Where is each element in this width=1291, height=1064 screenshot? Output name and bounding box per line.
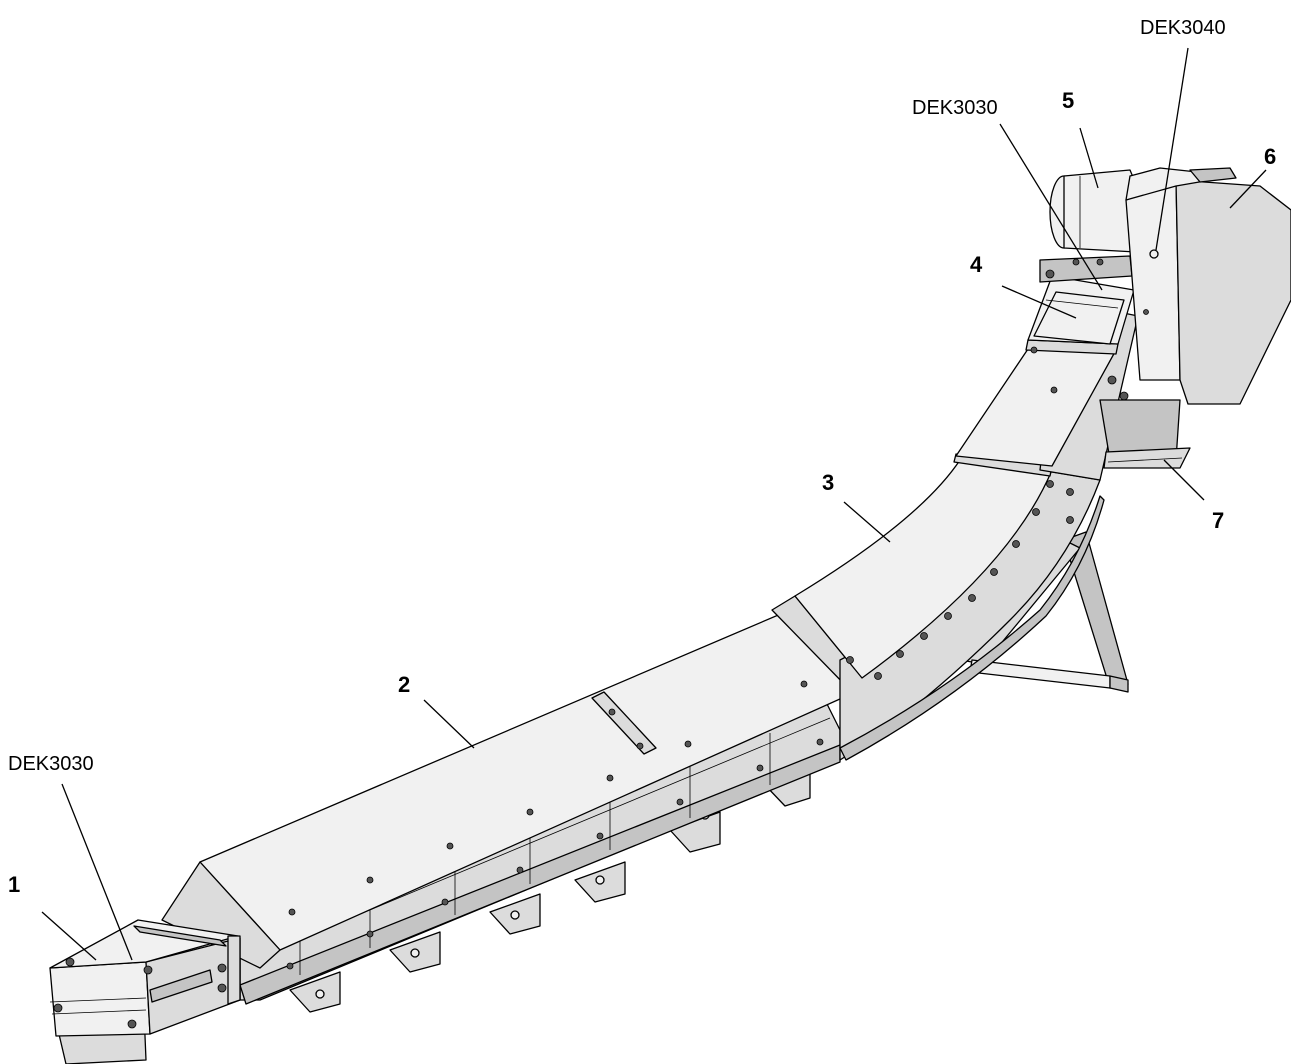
- reference-dek3040: DEK3040: [1140, 17, 1226, 39]
- straight-section: [161, 595, 863, 1005]
- leader-7: [1163, 459, 1205, 501]
- leader-dek3030-top: [999, 123, 1103, 291]
- callout-3: 3: [822, 470, 834, 495]
- support-feet: [289, 767, 811, 1013]
- leader-6: [1229, 169, 1267, 209]
- leader-4: [1001, 285, 1077, 319]
- leader-1: [41, 911, 97, 961]
- leader-2: [423, 699, 475, 749]
- callout-6: 6: [1264, 144, 1276, 169]
- curved-section: [794, 453, 1105, 761]
- outlet-flange: [1099, 399, 1191, 469]
- callout-5: 5: [1062, 88, 1074, 113]
- leader-5: [1079, 127, 1099, 189]
- leader-dek3040: [1155, 47, 1189, 251]
- leader-dek3030-left: [61, 783, 133, 961]
- callout-4: 4: [970, 252, 983, 277]
- upper-section: [955, 255, 1139, 481]
- inlet-housing: [49, 919, 241, 1064]
- leader-3: [843, 501, 891, 543]
- gear-guard-housing: [1125, 167, 1291, 405]
- callout-7: 7: [1212, 508, 1224, 533]
- callout-1: 1: [8, 872, 20, 897]
- reference-dek3030-top: DEK3030: [912, 97, 998, 119]
- leader-lines: [41, 47, 1267, 961]
- callout-2: 2: [398, 672, 410, 697]
- labels: 1 2 3 4 5 6 7 DEK3030 DEK3030 DEK3040: [8, 17, 1276, 897]
- reference-dek3030-left: DEK3030: [8, 753, 94, 775]
